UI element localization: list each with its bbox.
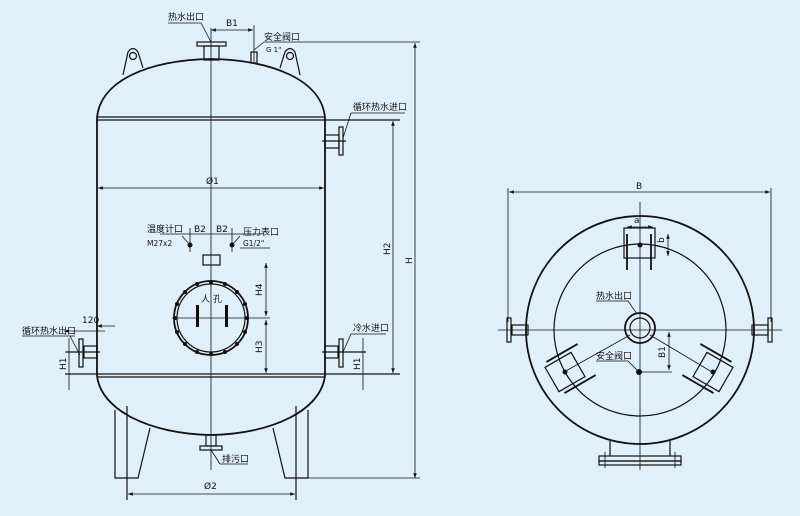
manhole — [172, 280, 270, 356]
dim-h3-label: H3 — [255, 341, 265, 354]
cold-water-inlet-nozzle — [322, 338, 366, 368]
circ-inlet-nozzle — [322, 126, 346, 156]
pressure-size: G1/2" — [243, 239, 264, 248]
top-safety-valve-label: 安全阀口 — [596, 350, 632, 362]
front-view: 热水出口 B1 安全阀口 G 1" 循环热水进口 H H2 Ø1 温度计口 M — [22, 11, 420, 500]
temperature-size: M27x2 — [147, 239, 172, 248]
lifting-lug-right — [279, 47, 301, 76]
hot-water-outlet-label: 热水出口 — [168, 11, 204, 23]
hot-water-outlet-nozzle-top — [624, 312, 656, 344]
temperature-port-point — [187, 242, 193, 248]
dim-b1-label: B1 — [226, 19, 238, 29]
dim-h1-left-label: H1 — [59, 358, 69, 371]
hot-water-outlet-nozzle — [196, 41, 227, 61]
dim-b-label: B — [636, 182, 642, 192]
cold-water-inlet-label: 冷水进口 — [353, 322, 389, 334]
dim-h2-label: H2 — [383, 243, 393, 256]
top-view: B a b 热水出口 — [498, 182, 782, 470]
bottom-leg — [598, 441, 682, 468]
bracket-left — [544, 343, 597, 394]
circ-outlet-label: 循环热水出口 — [22, 325, 76, 337]
dim-h-label: H — [405, 257, 415, 264]
pressure-port-label: 压力表口 — [243, 226, 279, 238]
lifting-lug-left — [122, 47, 144, 76]
safety-valve-label: 安全阀口 — [264, 31, 300, 43]
dim-a-label: a — [634, 216, 640, 226]
leg-left — [114, 406, 151, 500]
circ-outlet-nozzle — [66, 338, 100, 368]
dim-b-small-label: b — [657, 237, 667, 243]
bracket-right — [681, 343, 734, 394]
dim-b2-left-label: B2 — [194, 225, 206, 235]
temperature-port-label: 温度计口 — [147, 223, 183, 235]
circ-inlet-label: 循环热水进口 — [353, 101, 407, 113]
dim-h1-right-label: H1 — [353, 358, 363, 371]
left-nozzle — [511, 324, 529, 336]
leg-right — [272, 406, 309, 500]
dim-diameter2-label: Ø2 — [204, 481, 217, 492]
dim-diameter1-label: Ø1 — [206, 176, 219, 187]
safety-valve-size: G 1" — [266, 46, 281, 54]
top-hot-water-outlet-label: 热水出口 — [596, 290, 632, 302]
dim-b2-right-label: B2 — [216, 225, 228, 235]
safety-valve-nozzle — [250, 51, 258, 64]
drain-label: 排污口 — [222, 453, 249, 465]
top-dim-b1-label: B1 — [658, 346, 668, 358]
sight-box — [202, 254, 221, 266]
top-bracket — [623, 227, 656, 270]
dim-120-label: 120 — [82, 316, 99, 326]
manhole-label: 人 孔 — [201, 294, 222, 305]
dim-h4-label: H4 — [255, 283, 265, 296]
pressure-port-point — [229, 242, 235, 248]
